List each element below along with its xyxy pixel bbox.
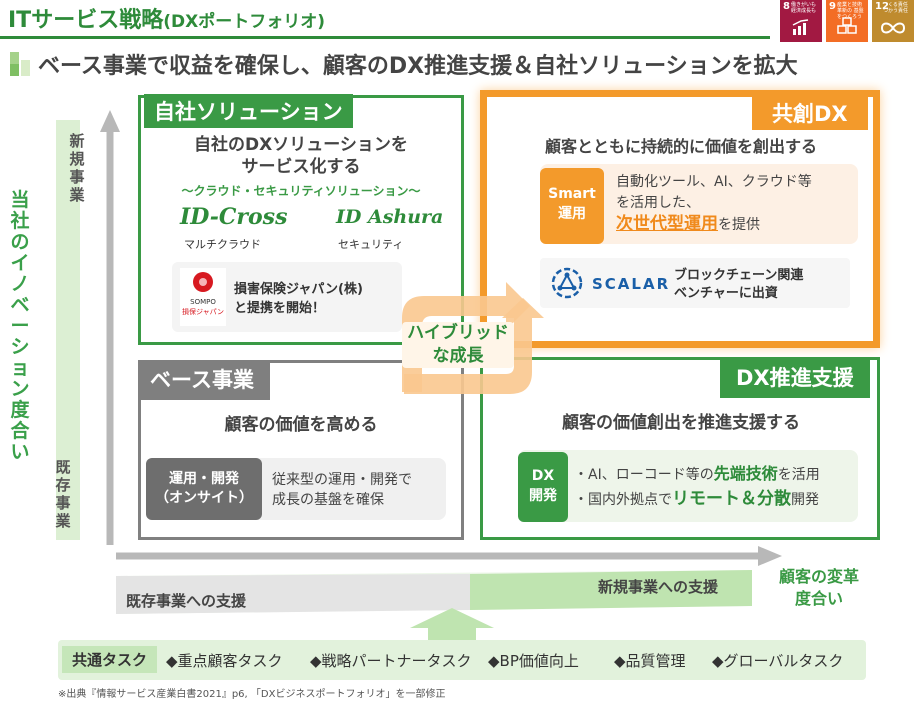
scalar-card — [540, 258, 850, 308]
id-cross-label: マルチクラウド — [184, 238, 261, 251]
infinity-icon — [872, 19, 914, 39]
co-creation-dx-tab: 共創DX — [752, 96, 868, 130]
onsite-badge: 運用・開発 （オンサイト） — [146, 458, 262, 520]
co-creation-heading: 顧客とともに持続的に価値を創出する — [544, 137, 817, 156]
cubes-icon — [826, 17, 868, 39]
scalar-text: ブロックチェーン関連 ベンチャーに出資 — [674, 268, 804, 301]
common-tasks-label: 共通タスク — [62, 646, 158, 673]
task-item: ◆重点顧客タスク — [166, 652, 283, 670]
chart-up-icon — [780, 19, 822, 39]
task-item: ◆戦略パートナータスク — [310, 652, 472, 670]
dx-dev-text: ・AI、ローコード等の先端技術を活用 ・国内外拠点でリモート＆分散開発 — [574, 464, 820, 509]
headline-marker-icon — [10, 52, 32, 76]
support-existing-label: 既存事業への支援 — [126, 592, 247, 610]
base-business-text: 従来型の運用・開発で 成長の基盤を確保 — [272, 472, 412, 508]
dx-support-tab: DX推進支援 — [720, 358, 870, 398]
transformation-axis-label: 顧客の変革 度合い — [778, 567, 859, 608]
source-footnote: ※出典『情報サービス産業白書2021』p6, 「DXビジネスポートフォリオ」を一… — [58, 689, 446, 700]
dx-support-heading: 顧客の価値創出を推進支援する — [562, 413, 800, 433]
new-business-label: 新規事業 — [69, 132, 85, 204]
id-cross-logo: ID-Cross — [180, 204, 288, 230]
sompo-logo: SOMPO 損保ジャパン — [180, 268, 226, 326]
base-business-tab: ベース事業 — [140, 360, 270, 400]
sdg-badge-8: 8 働きがいも 経済成長も — [780, 0, 822, 42]
sdg-badge-12: 12 つくる責任 つかう責任 — [872, 0, 914, 42]
id-ashura-logo: ID Ashura — [336, 206, 444, 228]
page-title: ITサービス戦略(DXポートフォリオ) — [8, 8, 325, 33]
headline: ベース事業で収益を確保し、顧客のDX推進支援＆自社ソリューションを拡大 — [38, 54, 798, 79]
id-ashura-label: セキュリティ — [338, 238, 404, 251]
hybrid-growth-label: ハイブリッド な成長 — [402, 322, 514, 368]
solution-heading: 自社のDXソリューションを サービス化する — [194, 135, 408, 177]
solution-tab: 自社ソリューション — [144, 94, 353, 128]
smart-ops-badge: Smart 運用 — [540, 168, 604, 244]
header-divider — [0, 36, 770, 39]
innovation-axis-label: 当社のイノベーション度合い — [10, 189, 30, 463]
scalar-logo-icon — [550, 266, 584, 304]
existing-business-label: 既存事業 — [55, 458, 71, 530]
common-tasks-bar — [58, 640, 866, 680]
dx-dev-badge: DX 開発 — [518, 452, 568, 522]
dx-dev-card — [518, 450, 858, 522]
task-item: ◆品質管理 — [614, 652, 686, 670]
sdg-badge-9: 9 産業と技術革新の 基盤をつくろう — [826, 0, 868, 42]
scalar-logo-text: SCALAR — [592, 275, 671, 293]
task-item: ◆BP価値向上 — [488, 652, 579, 670]
base-business-heading: 顧客の価値を高める — [224, 415, 378, 435]
task-item: ◆グローバルタスク — [712, 652, 844, 670]
sompo-partner-text: 損害保険ジャパン(株) と提携を開始！ — [234, 282, 363, 316]
smart-ops-text: 自動化ツール、AI、クラウド等 を活用した、 次世代型運用を提供 — [616, 174, 812, 234]
solution-subheading: 〜クラウド・セキュリティソリューション〜 — [181, 184, 421, 198]
support-new-label: 新規事業への支援 — [598, 578, 719, 596]
